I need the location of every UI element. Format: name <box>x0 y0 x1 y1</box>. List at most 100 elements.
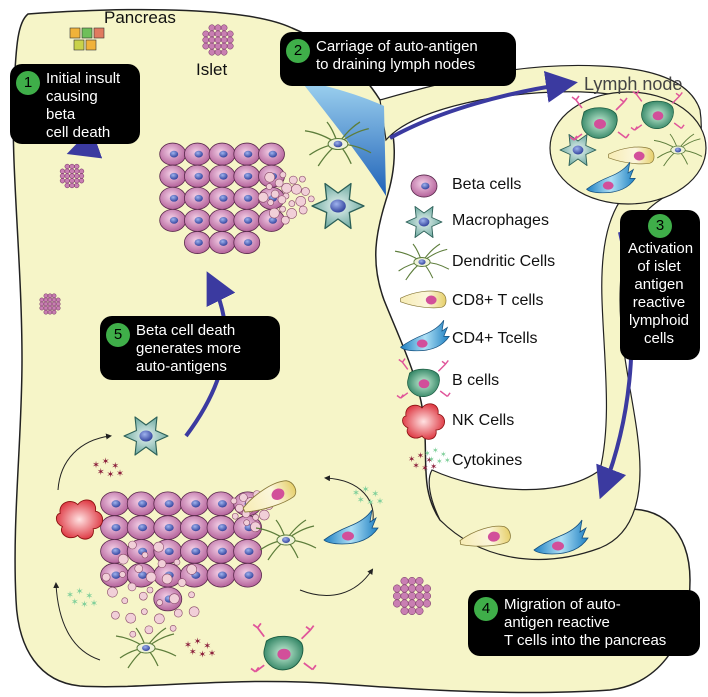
svg-text:✶: ✶ <box>92 460 100 471</box>
cell-debris <box>153 541 164 553</box>
beta-cell-icon <box>100 491 129 517</box>
islet-label: Islet <box>196 60 228 79</box>
cell-debris <box>279 205 286 213</box>
svg-text:✶: ✶ <box>194 636 202 647</box>
legend-label-macrophages: Macrophages <box>452 212 549 229</box>
svg-text:✶: ✶ <box>424 449 431 458</box>
beta-cell-icon <box>208 186 236 210</box>
cd4-t-cell-icon <box>533 519 589 555</box>
cell-debris <box>269 207 280 219</box>
beta-cell-icon <box>159 164 187 188</box>
cell-debris <box>154 613 165 625</box>
cell-debris <box>267 199 274 206</box>
cell-layer: ✶✶✶✶✶✶✶✶✶✶✶✶✶✶✶✶✶✶✶✶✶✶✶✶ <box>55 90 703 673</box>
step-2-badge: 2 <box>286 39 310 63</box>
pancreas-crystal-icon <box>69 27 105 51</box>
beta-cell-icon <box>153 491 183 517</box>
cell-debris <box>186 564 198 575</box>
legend-label-beta-cells: Beta cells <box>452 176 522 193</box>
svg-text:✶: ✶ <box>426 456 433 466</box>
cell-debris <box>264 171 276 183</box>
cell-debris <box>129 630 137 638</box>
cell-debris <box>257 192 269 203</box>
macrophage-icon <box>559 133 597 167</box>
cytokine-icon: ✶✶✶✶✶✶ <box>184 636 216 660</box>
step-1-text: Initial insult causing beta cell death <box>46 70 121 141</box>
cell-debris <box>286 208 297 219</box>
step-1-badge: 1 <box>16 71 40 95</box>
cell-debris <box>270 189 280 199</box>
step-4-text: Migration of auto- antigen reactive T ce… <box>504 596 667 649</box>
svg-text:✶: ✶ <box>184 640 192 651</box>
cd4-t-cell-icon <box>323 509 379 545</box>
legend-label-b-cells: B cells <box>452 372 500 389</box>
beta-cell-icon <box>208 208 236 232</box>
svg-text:✶: ✶ <box>444 456 451 465</box>
b-cell-icon <box>569 95 630 141</box>
beta-cell-icon <box>233 142 261 166</box>
svg-text:✶: ✶ <box>417 452 424 462</box>
macrophage-icon <box>311 182 365 230</box>
cell-debris <box>169 624 177 632</box>
cell-debris <box>188 591 195 599</box>
cell-debris <box>101 572 111 582</box>
step-4-box: 4 Migration of auto- antigen reactive T … <box>468 590 700 656</box>
beta-cell-icon <box>206 491 236 517</box>
cell-debris <box>141 551 149 559</box>
cell-debris <box>235 503 244 513</box>
cell-debris <box>298 205 308 215</box>
step-3-text: Activation of islet antigen reactive lym… <box>628 240 694 347</box>
islet-cluster-icon <box>39 293 61 315</box>
legend-label-cytokines: Cytokines <box>452 452 523 469</box>
cytokine-icon: ✶✶✶✶✶✶ <box>92 456 124 480</box>
beta-cell-icon <box>183 164 211 188</box>
legend-label-nk-cells: NK Cells <box>452 412 515 429</box>
beta-cell-icon <box>233 208 261 232</box>
beta-cell-icon <box>153 515 183 540</box>
dendritic-cell-icon <box>115 627 177 669</box>
cell-debris <box>258 509 270 521</box>
legend-label-dendritic-cells: Dendritic Cells <box>452 253 556 270</box>
cell-debris <box>134 564 144 573</box>
cell-debris <box>231 512 239 520</box>
beta-cell-icon <box>159 186 187 210</box>
cell-debris <box>173 608 183 618</box>
step-1-box: 1 Initial insult causing beta cell death <box>10 64 140 144</box>
cell-debris <box>250 521 261 533</box>
cell-debris <box>299 175 306 183</box>
cell-debris <box>252 514 259 521</box>
beta-cell-icon <box>233 186 261 210</box>
islet-cluster-icon <box>59 163 85 189</box>
svg-text:✶: ✶ <box>430 463 437 473</box>
cell-debris <box>119 571 126 578</box>
cell-debris <box>281 215 290 225</box>
lymph-node-label: Lymph node <box>584 74 683 94</box>
cd4-t-cell-icon <box>400 320 450 352</box>
svg-text:✶: ✶ <box>102 456 110 467</box>
pancreas-label: Pancreas <box>104 8 176 27</box>
cycle-arrow <box>324 475 374 527</box>
beta-cell-icon <box>100 515 129 540</box>
svg-text:✶: ✶ <box>203 641 211 652</box>
cd4-t-cell-icon <box>586 162 636 194</box>
cell-debris <box>156 599 163 606</box>
islet-cluster-icon <box>39 24 431 615</box>
beta-cell-icon <box>410 174 438 198</box>
dendritic-cell-icon <box>394 243 450 281</box>
beta-cell-icon <box>206 562 236 588</box>
beta-cell-icon <box>233 164 261 188</box>
cd8-t-cell-icon <box>400 290 447 309</box>
svg-text:✶: ✶ <box>106 470 114 481</box>
nk-cell-icon <box>55 499 103 540</box>
cell-debris <box>301 187 310 196</box>
svg-text:✶: ✶ <box>432 446 439 455</box>
svg-text:✶: ✶ <box>440 450 447 459</box>
b-cell-icon <box>396 358 451 399</box>
macrophage-icon <box>123 416 169 456</box>
cell-debris <box>173 558 181 566</box>
cycle-arrow <box>299 568 374 597</box>
beta-cell-icon <box>208 231 236 254</box>
step-4-badge: 4 <box>474 597 498 621</box>
b-cell-icon <box>630 90 685 131</box>
